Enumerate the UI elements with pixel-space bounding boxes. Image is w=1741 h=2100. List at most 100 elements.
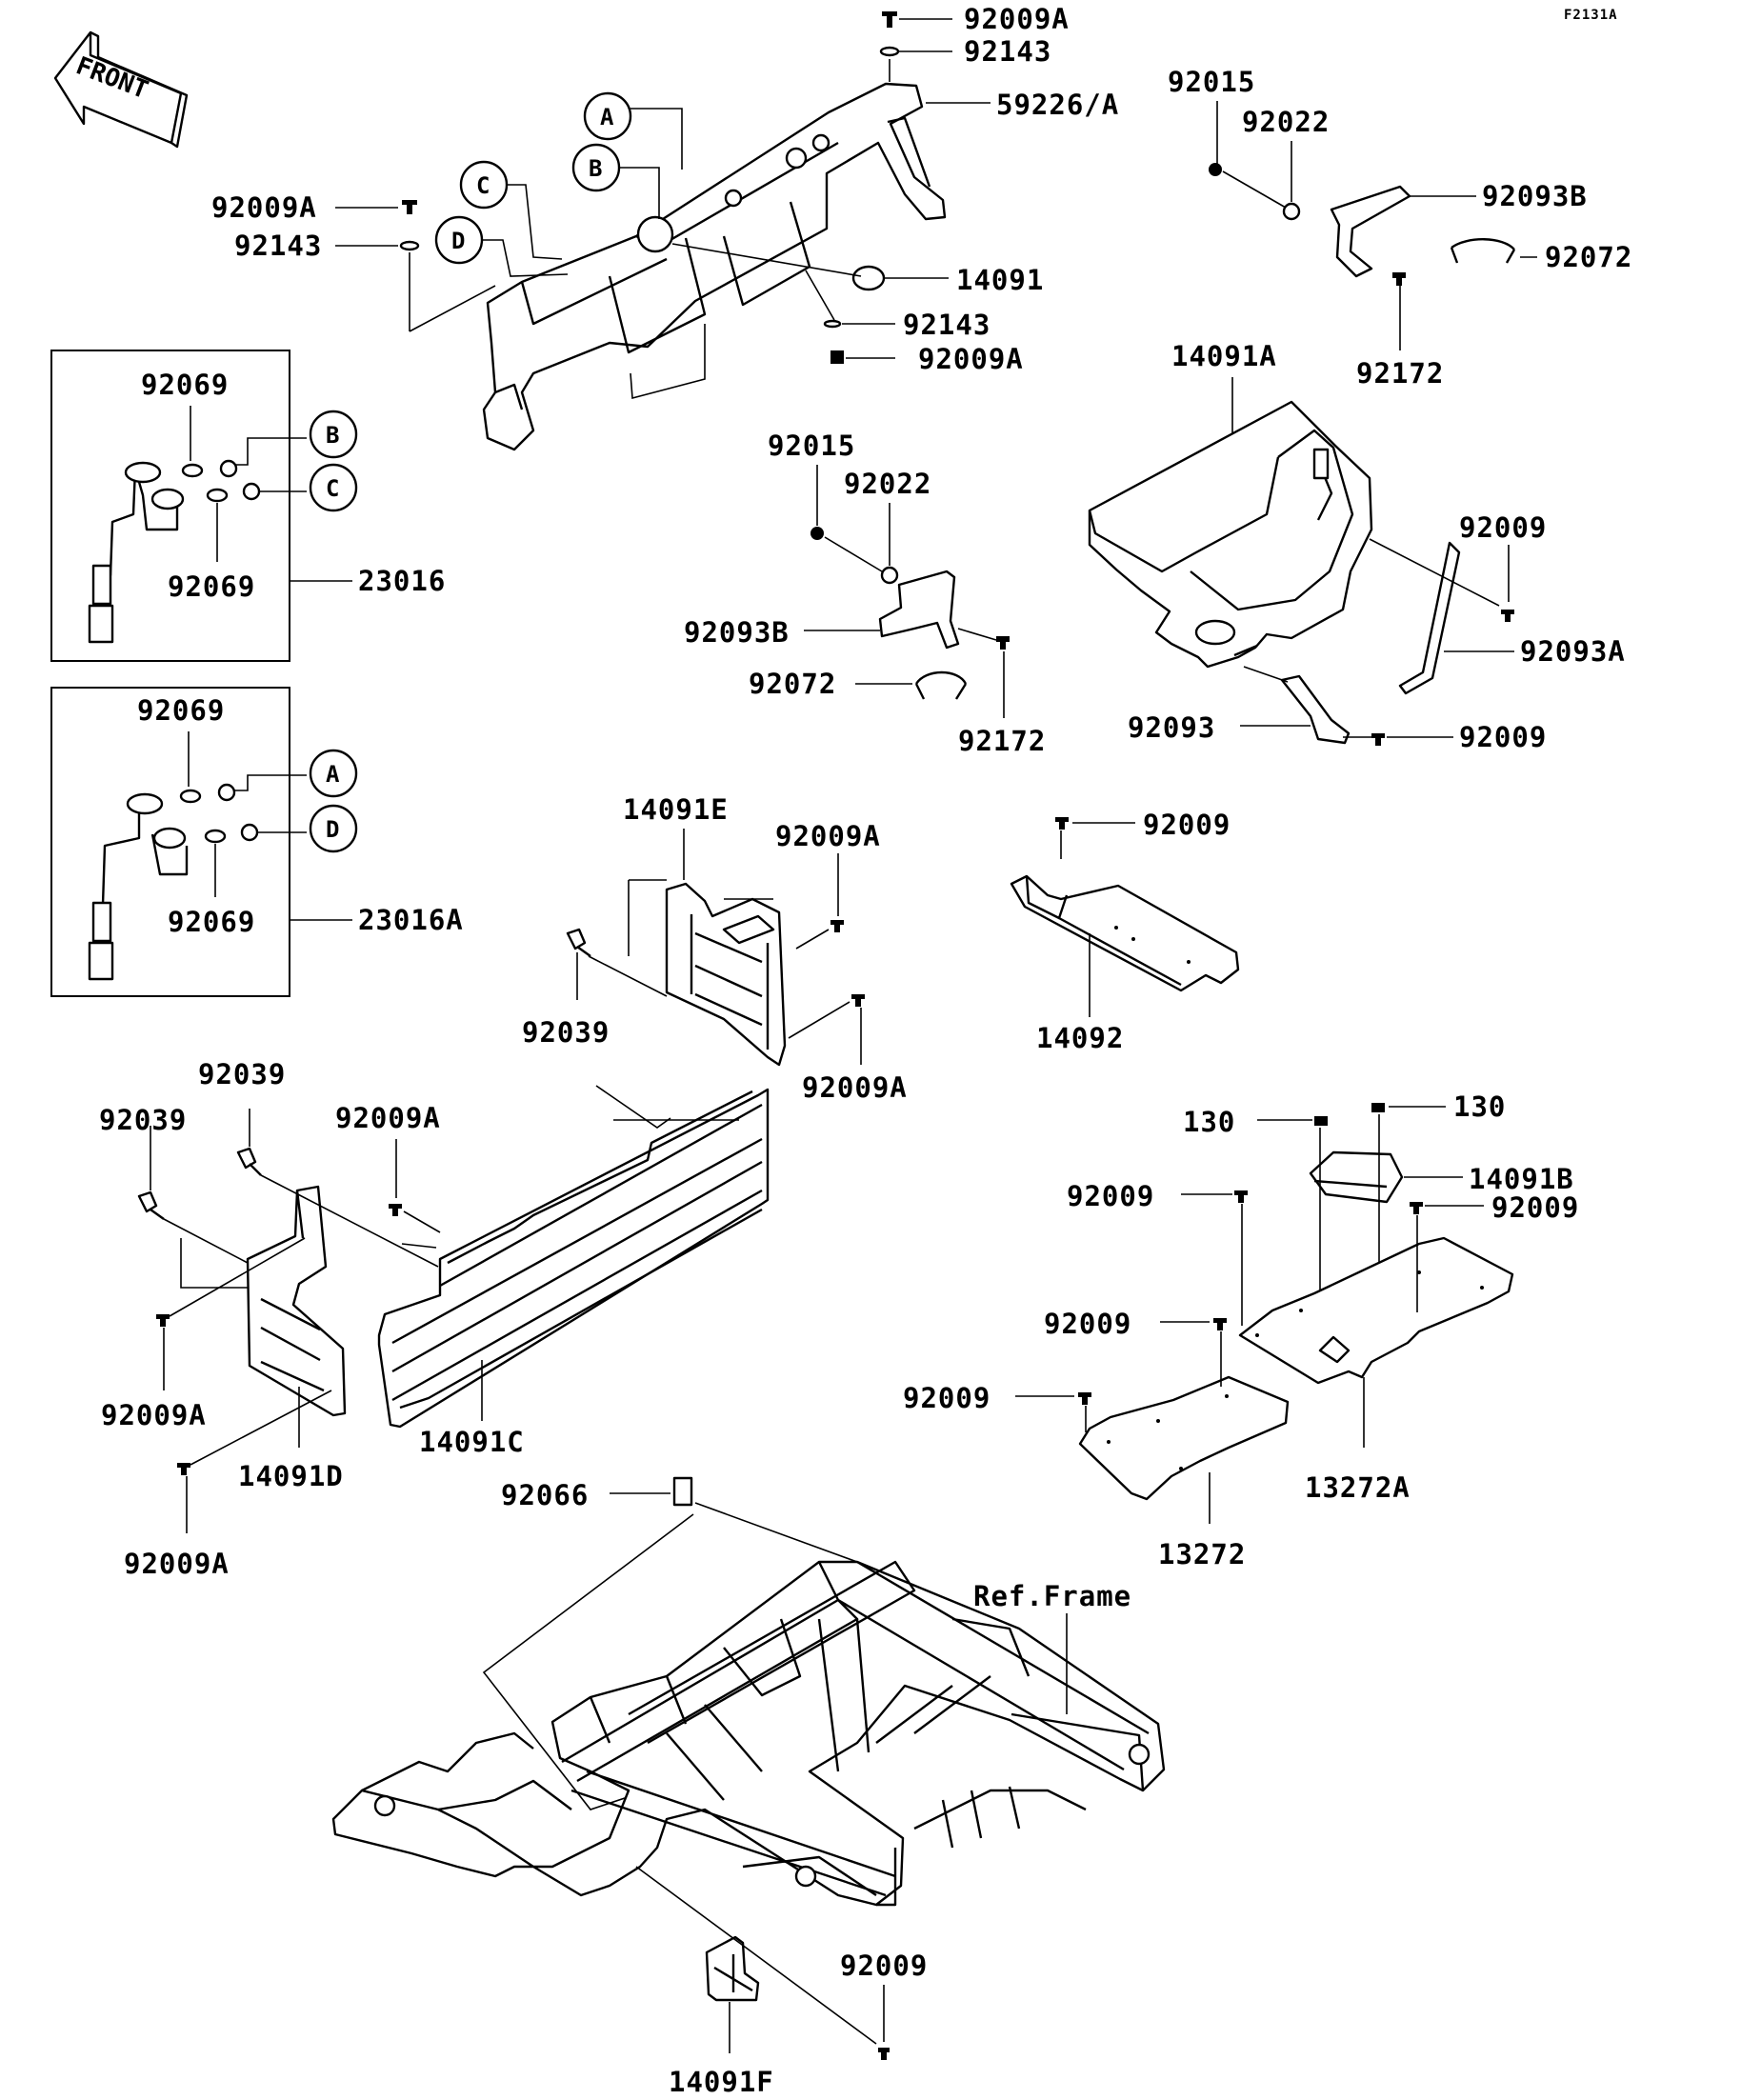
screw-icon: [1234, 1190, 1248, 1203]
screw-icon: [996, 636, 1010, 650]
screw-icon: [882, 11, 897, 28]
grommet-icon: [206, 488, 229, 503]
svg-text:B: B: [589, 155, 602, 182]
screw-icon: [1410, 1202, 1423, 1214]
callout-14091: 14091: [956, 264, 1044, 296]
harness-box-23016: [50, 350, 290, 662]
screw-icon: [1213, 1318, 1227, 1330]
callout-92022-mid: 92022: [844, 468, 931, 500]
clip-icon: [672, 1476, 693, 1507]
rod-92093A: [1398, 541, 1461, 695]
grommet-icon: [204, 829, 227, 844]
callout-92172-right: 92172: [1356, 357, 1444, 390]
cover-14091B: [1309, 1150, 1404, 1204]
wire-harness-23016A: [88, 792, 189, 981]
svg-text:C: C: [476, 172, 490, 199]
callout-92009A-e1: 92009A: [775, 820, 881, 852]
screw-icon: [389, 1204, 402, 1216]
callout-92009-b4: 92009: [903, 1382, 991, 1414]
callout-92143-left: 92143: [234, 230, 322, 262]
callout-92072-right: 92072: [1545, 241, 1632, 273]
pin-icon: [566, 928, 591, 957]
callout-92069-box1-top: 92069: [141, 369, 229, 401]
washer-icon: [823, 319, 842, 329]
callout-13272A: 13272A: [1305, 1471, 1411, 1504]
callout-92009-14092: 92009: [1143, 809, 1231, 841]
nut-icon: [1371, 1103, 1385, 1112]
callout-13272: 13272: [1158, 1538, 1246, 1570]
callout-92009-14091A: 92009: [1459, 511, 1547, 544]
pin-icon: [236, 1147, 262, 1176]
bolt-icon: [810, 527, 824, 540]
callout-92009A-d1: 92009A: [101, 1399, 207, 1431]
callout-92009A-left: 92009A: [211, 191, 317, 224]
callout-92066: 92066: [501, 1479, 589, 1511]
callout-14092: 14092: [1036, 1022, 1124, 1054]
callout-92093: 92093: [1128, 711, 1215, 744]
washer-icon: [879, 46, 900, 57]
screw-icon: [1501, 610, 1514, 622]
callout-92172-mid: 92172: [958, 725, 1046, 757]
callout-92093B-mid: 92093B: [684, 616, 790, 649]
plate-13272: [1078, 1375, 1290, 1501]
callout-14091F: 14091F: [669, 2066, 774, 2098]
callout-23016A: 23016A: [358, 904, 464, 936]
circle-label-b-box: B: [309, 410, 358, 459]
callout-92093B-right: 92093B: [1482, 180, 1588, 212]
callout-92143-mid: 92143: [903, 309, 991, 341]
callout-92069-box1-bot: 92069: [168, 570, 255, 603]
screw-icon: [830, 350, 844, 364]
circle-label-d-top: D: [434, 215, 484, 265]
callout-92015-right: 92015: [1168, 66, 1255, 98]
screw-icon: [402, 200, 417, 214]
screw-icon: [878, 2048, 890, 2060]
callout-92039-e: 92039: [522, 1016, 610, 1049]
callout-92009-f: 92009: [840, 1950, 928, 1982]
callout-59226A: 59226/A: [996, 89, 1119, 121]
dashboard-panel-59226A: [482, 82, 947, 451]
callout-92015-mid: 92015: [768, 430, 855, 462]
cap-icon: [851, 265, 886, 291]
clamp-icon: [914, 670, 968, 700]
guard-14091E: [665, 882, 787, 1067]
callout-92009A-mid: 92009A: [918, 343, 1024, 375]
screw-icon: [177, 1463, 190, 1475]
wire-harness-23016: [88, 461, 185, 644]
tray-14091A: [1088, 400, 1373, 669]
svg-text:A: A: [600, 104, 614, 130]
connector-icon: [217, 783, 236, 802]
callout-14091B: 14091B: [1469, 1163, 1574, 1195]
callout-14091A: 14091A: [1171, 340, 1277, 372]
bracket-92093B-mid: [878, 570, 960, 650]
callout-92039-d2: 92039: [99, 1104, 187, 1136]
callout-92022-right: 92022: [1242, 106, 1330, 138]
callout-92009-b3: 92009: [1044, 1308, 1131, 1340]
callout-92039-d1: 92039: [198, 1058, 286, 1090]
pin-icon: [137, 1190, 165, 1220]
callout-92069-box2-top: 92069: [137, 694, 225, 727]
callout-92072-mid: 92072: [749, 668, 836, 700]
screw-icon: [1392, 272, 1406, 286]
bracket-92093B-right: [1330, 185, 1411, 278]
callout-92009A-top: 92009A: [964, 3, 1070, 35]
grommet-icon: [179, 789, 202, 804]
callout-14091D: 14091D: [238, 1460, 344, 1492]
diagram-ref-code: F2131A: [1564, 8, 1618, 23]
callout-92009A-c: 92009A: [335, 1102, 441, 1134]
svg-text:D: D: [326, 816, 339, 843]
connector-icon: [242, 482, 261, 501]
callout-92069-box2-bot: 92069: [168, 906, 255, 938]
connector-icon: [240, 823, 259, 842]
callout-92009-b2: 92009: [1491, 1191, 1579, 1224]
plate-14092: [1010, 874, 1240, 992]
callout-130-left: 130: [1183, 1106, 1235, 1138]
circle-label-a-top: A: [583, 91, 632, 141]
screw-icon: [1371, 733, 1385, 746]
nut-icon: [1314, 1116, 1328, 1126]
screw-icon: [1055, 817, 1069, 830]
grommet-icon: [181, 463, 204, 478]
svg-text:B: B: [326, 422, 339, 449]
bolt-icon: [1209, 163, 1222, 176]
connector-icon: [219, 459, 238, 478]
